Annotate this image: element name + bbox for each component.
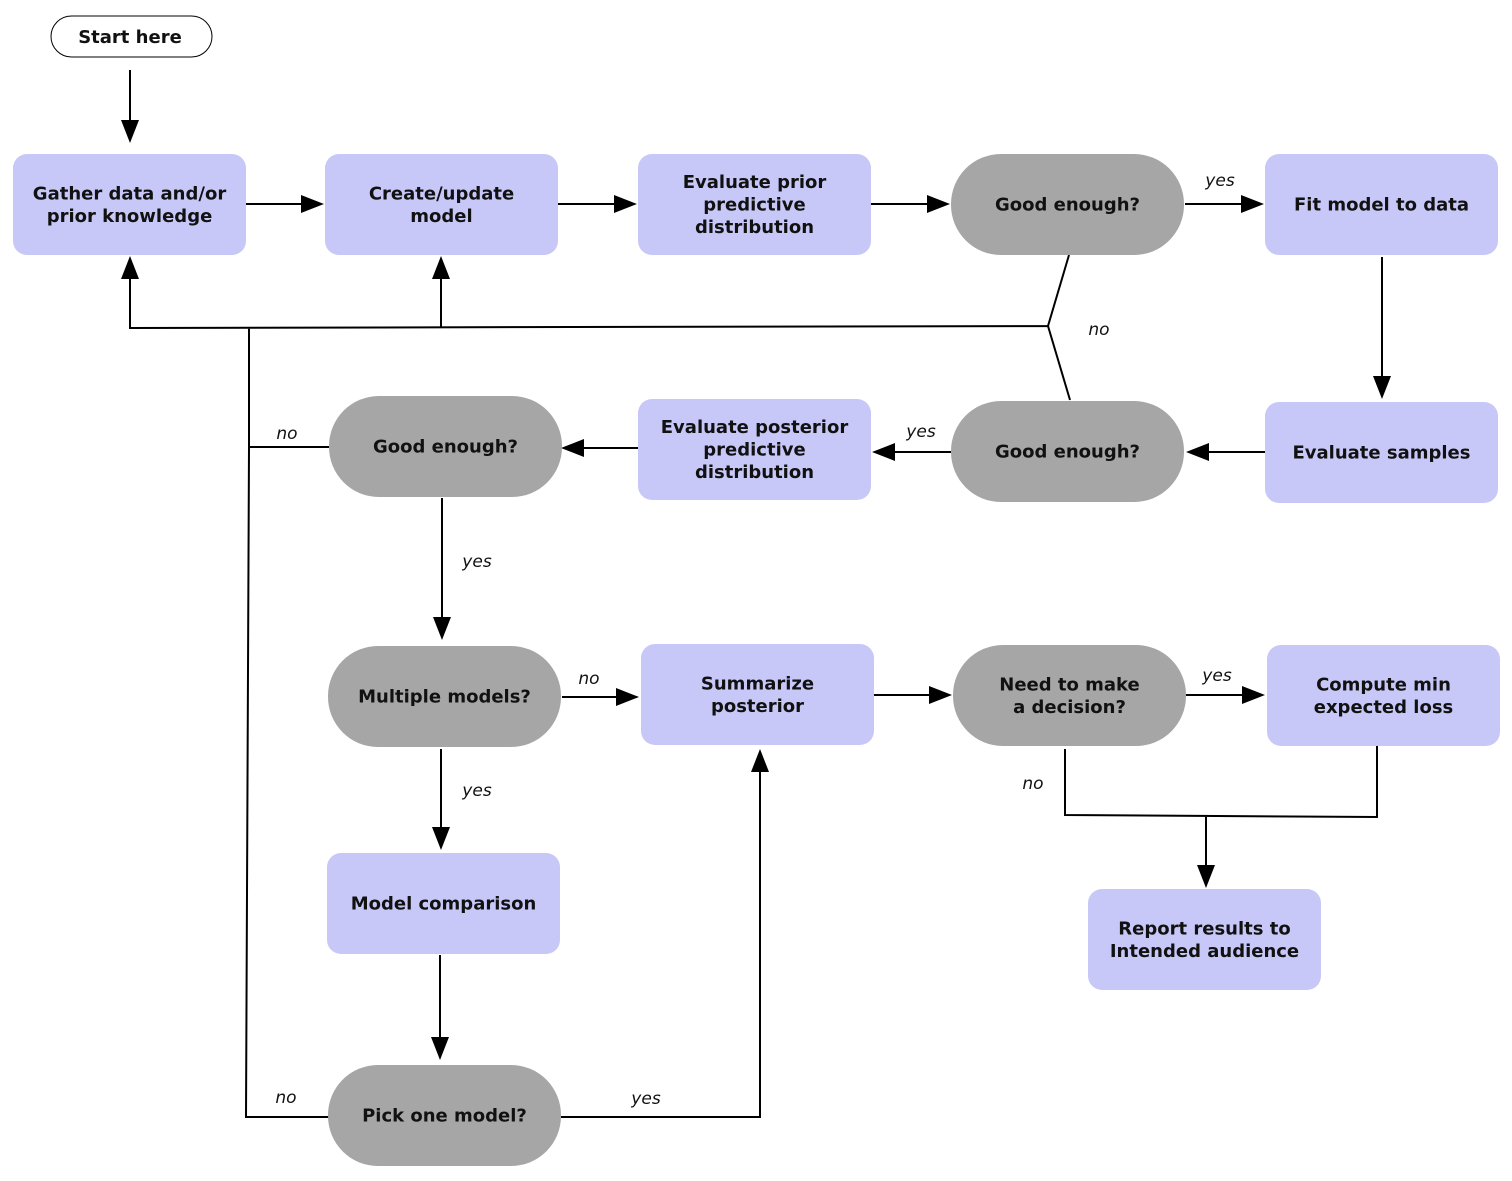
decision-shape [328,646,561,747]
process-shape [638,399,871,500]
label-yes-fit: yes [1204,171,1235,191]
label-no-report: no [1022,774,1043,794]
node-label-line: Multiple models? [358,687,531,708]
decision-shape [951,401,1184,502]
edge-feedback-loop [129,254,1071,1118]
arrowhead-down [121,120,139,143]
arrowhead-left [1186,443,1209,461]
label-yes-min-loss: yes [1201,666,1232,686]
node-label-line: model [410,206,472,227]
process-shape [641,644,874,745]
arrowhead-down [433,617,451,640]
label-no-good-post: no [276,424,297,444]
node-label-line: Evaluate posterior [661,417,849,438]
node-label-line: distribution [695,217,814,238]
arrowhead-down [431,1037,449,1060]
arrowhead-up [751,749,769,772]
label-yes-multiple: yes [461,552,492,572]
arrowhead-right [1241,195,1264,213]
node-label-line: Evaluate prior [683,172,827,193]
arrowhead-right [1242,686,1265,704]
node-eval-samples: Evaluate samples [1265,402,1498,503]
node-label-line: distribution [695,462,814,483]
arrowhead-down [1373,376,1391,399]
label-yes-eval-post: yes [905,422,936,442]
node-label-line: Report results to [1118,918,1290,939]
node-label-line: predictive [703,195,805,216]
decision-shape [329,396,562,497]
process-shape [1088,889,1321,990]
node-label-line: Good enough? [995,442,1140,463]
arrowhead-right [616,688,639,706]
arrowhead-right [301,195,324,213]
edge-decision-no-and-loss-to-report [1064,744,1378,870]
arrowhead-up [121,256,139,279]
node-good-prior: Good enough? [951,154,1184,255]
node-multiple: Multiple models? [328,646,561,747]
arrowhead-left [561,439,584,457]
node-label-line: posterior [711,696,804,717]
decision-shape [328,1065,561,1166]
arrowhead-down [432,827,450,850]
decision-shape [953,645,1186,746]
arrowhead-right [614,195,637,213]
edges [129,70,1383,1118]
arrowhead-right [927,195,950,213]
node-label-line: Gather data and/or [33,183,227,204]
decision-shape [951,154,1184,255]
node-label-line: Need to make [999,674,1139,695]
process-shape [1265,154,1498,255]
start-node: Start here [50,15,213,58]
node-label-line: Create/update [369,183,514,204]
label-no-pick-one: no [275,1088,296,1108]
start-node-shape [50,15,213,58]
node-label-line: Compute min [1316,674,1451,695]
arrowhead-up [432,256,450,279]
node-label-line: predictive [703,440,805,461]
label-yes-pick-one: yes [630,1089,661,1109]
process-shape [13,154,246,255]
node-label-line: Evaluate samples [1293,443,1471,464]
arrowhead-left [872,443,895,461]
label-no-loop: no [1088,320,1109,340]
node-good-samples: Good enough? [951,401,1184,502]
node-label-line: Model comparison [351,894,537,915]
arrowhead-right [929,686,952,704]
process-shape [1267,645,1500,746]
node-pick-one: Pick one model? [328,1065,561,1166]
process-shape [1265,402,1498,503]
process-shape [327,853,560,954]
arrowheads [121,120,1391,1060]
node-comparison: Model comparison [327,853,560,954]
node-label-line: expected loss [1314,697,1454,718]
node-label-line: Summarize [701,673,814,694]
start-node-label: Start here [78,27,182,48]
node-label-line: Pick one model? [362,1106,527,1127]
node-label-line: prior knowledge [47,206,213,227]
label-no-summarize: no [578,669,599,689]
node-fit: Fit model to data [1265,154,1498,255]
node-label-line: Intended audience [1110,941,1299,962]
node-good-post: Good enough? [329,396,562,497]
edge-pick-one-yes-to-summarize [561,767,761,1118]
node-label-line: a decision? [1013,697,1126,718]
label-yes-comparison: yes [461,781,492,801]
node-label-line: Good enough? [373,437,518,458]
process-shape [638,154,871,255]
arrowhead-down [1197,865,1215,888]
edge-labels: yes no yes no yes no yes no yes no yes [275,171,1234,1109]
node-label-line: Fit model to data [1294,195,1469,216]
node-label-line: Good enough? [995,195,1140,216]
process-shape [325,154,558,255]
